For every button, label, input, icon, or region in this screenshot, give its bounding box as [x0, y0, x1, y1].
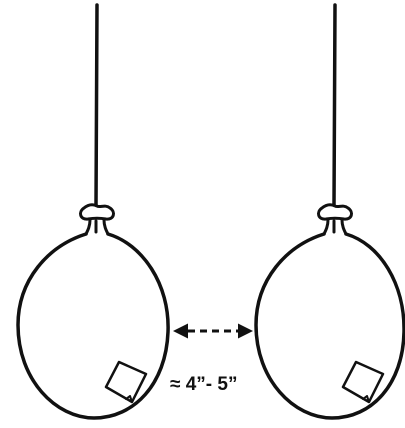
right-balloon	[254, 3, 405, 420]
spacing-label: ≈ 4”- 5”	[170, 374, 237, 395]
left-balloon-body	[16, 232, 170, 420]
right-balloon-body	[254, 232, 405, 420]
left-balloon	[16, 3, 170, 420]
right-string	[332, 3, 337, 207]
paper-note-icon	[104, 360, 148, 404]
left-string	[94, 3, 99, 207]
left-balloon-knot	[79, 203, 115, 221]
right-balloon-knot	[317, 203, 353, 221]
left-balloon-neck	[84, 218, 110, 236]
paper-note-icon	[341, 360, 385, 404]
right-balloon-neck	[322, 218, 348, 236]
